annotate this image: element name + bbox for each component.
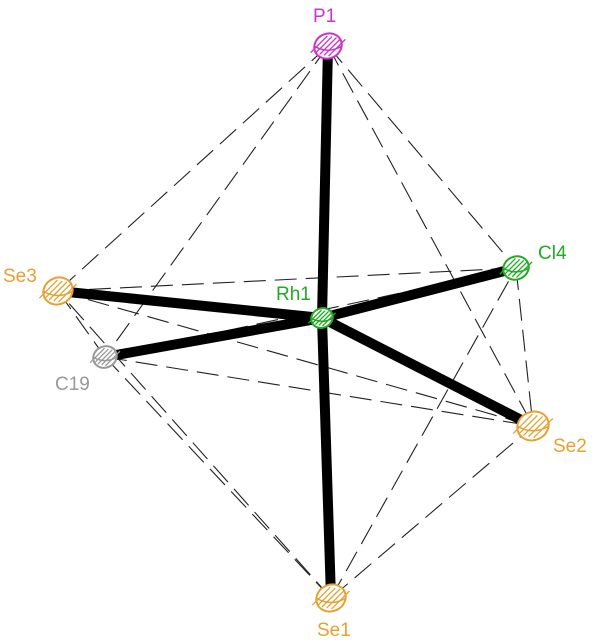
label-cl4: Cl4: [538, 243, 567, 264]
atom-se3: [38, 276, 78, 306]
atom-labels: P1 Rh1 Cl4 Se1 Se2 Se3 C19: [3, 6, 587, 641]
edge-p1-cl4: [327, 45, 517, 269]
atom-p1: [310, 32, 346, 60]
edge-se3-cl4: [57, 267, 517, 292]
edge-se1-c19: [104, 356, 332, 599]
bond-rh1-cl4: [320, 263, 518, 323]
atom-rh1: [307, 307, 337, 329]
label-se3: Se3: [3, 266, 37, 287]
edge-se1-se3: [57, 290, 332, 599]
atom-c19: [89, 345, 121, 369]
atoms: [38, 32, 554, 613]
label-se2: Se2: [553, 436, 587, 457]
edge-se1-se2: [330, 425, 534, 599]
bonds: [57, 45, 536, 599]
label-p1: P1: [313, 6, 336, 27]
bond-rh1-c19: [104, 313, 323, 362]
atom-se2: [512, 410, 554, 442]
bond-rh1-se1: [317, 317, 336, 599]
edge-p1-se3: [57, 45, 329, 292]
bond-rh1-se3: [57, 286, 323, 323]
edge-c19-se2: [104, 356, 534, 427]
edge-se3-se2: [57, 290, 534, 427]
edge-se1-cl4: [330, 267, 517, 599]
atom-se1: [311, 583, 351, 613]
label-c19: C19: [55, 374, 90, 395]
bond-rh1-se2: [319, 313, 536, 431]
label-rh1: Rh1: [276, 284, 311, 305]
bond-rh1-p1: [317, 45, 333, 319]
edge-p1-se2: [327, 45, 534, 427]
edge-p1-c19: [104, 45, 329, 358]
label-se1: Se1: [317, 620, 351, 641]
edge-cl4-se2: [515, 267, 534, 427]
atom-cl4: [499, 255, 533, 281]
